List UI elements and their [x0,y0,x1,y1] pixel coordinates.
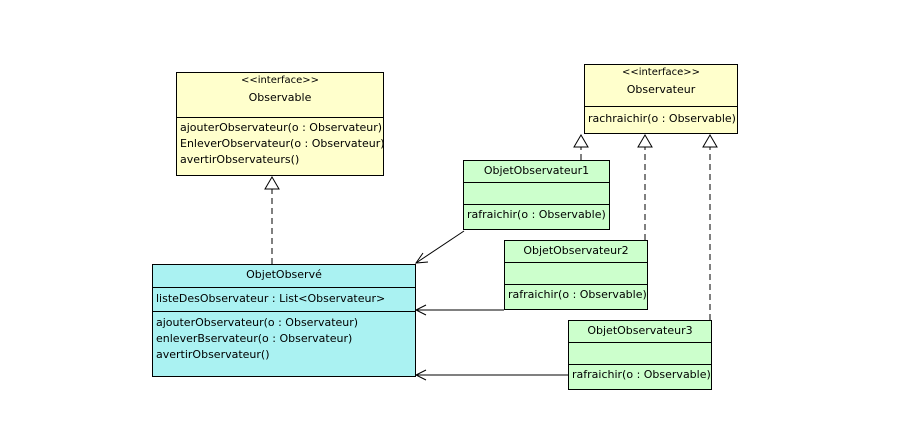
attributes-section: listeDesObservateur : List<Observateur> [153,288,415,312]
class-header: ObjetObservateur3 [569,321,711,343]
realization-arrowhead [573,134,589,148]
class-name: ObjetObservateur2 [523,244,629,257]
class-name: ObjetObservateur1 [483,164,590,177]
method: rachraichir(o : Observable) [588,112,736,125]
realization-arrowhead [637,134,653,148]
method: rafraichir(o : Observable) [572,368,711,381]
realization-arrowhead [702,134,718,148]
class-name: ObjetObservateur3 [587,324,693,337]
association-arrowhead [414,304,427,316]
methods-section: rachraichir(o : Observable) [585,107,737,127]
association-obs1-subject [415,230,465,264]
methods-section: rafraichir(o : Observable) [505,285,647,303]
class-name: ObjetObservé [246,268,322,281]
class-name: Observable [248,91,312,104]
class-header: ObjetObservateur2 [505,241,647,263]
method: rafraichir(o : Observable) [467,208,606,221]
method: EnleverObservateur(o : Observateur) [180,137,385,150]
attributes-section [505,263,647,285]
class-header: <<interface>> Observateur [585,65,737,107]
attributes-section [569,343,711,365]
methods-section: rafraichir(o : Observable) [569,365,711,383]
class-name: Observateur [626,83,696,96]
realization-arrowhead [264,176,280,190]
class-objet-observe: ObjetObservé listeDesObservateur : List<… [152,264,416,377]
method: avertirObservateurs() [180,153,300,166]
methods-section: rafraichir(o : Observable) [464,205,609,223]
method: ajouterObservateur(o : Observateur) [180,121,383,134]
method: enleverBservateur(o : Observateur) [156,332,353,345]
class-header: ObjetObservateur1 [464,161,609,183]
method: ajouterObservateur(o : Observateur) [156,316,359,329]
method: avertirObservateur() [156,348,270,361]
class-objet-observateur3: ObjetObservateur3 rafraichir(o : Observa… [568,320,712,390]
methods-section: ajouterObservateur(o : Observateur) Enle… [177,118,385,168]
stereotype-label: <<interface>> [240,75,320,86]
class-objet-observateur2: ObjetObservateur2 rafraichir(o : Observa… [504,240,648,310]
class-objet-observateur1: ObjetObservateur1 rafraichir(o : Observa… [463,160,610,230]
attribute: listeDesObservateur : List<Observateur> [156,292,386,305]
method: rafraichir(o : Observable) [508,288,647,301]
attributes-section [464,183,609,205]
class-header: <<interface>> Observable [177,73,383,118]
class-observable: <<interface>> Observable ajouterObservat… [176,72,385,176]
association-arrowhead [414,369,427,381]
stereotype-label: <<interface>> [621,67,701,78]
class-header: ObjetObservé [153,265,415,288]
association-arrowhead [414,252,429,264]
methods-section: ajouterObservateur(o : Observateur) enle… [153,312,415,363]
class-observateur: <<interface>> Observateur rachraichir(o … [584,64,738,134]
